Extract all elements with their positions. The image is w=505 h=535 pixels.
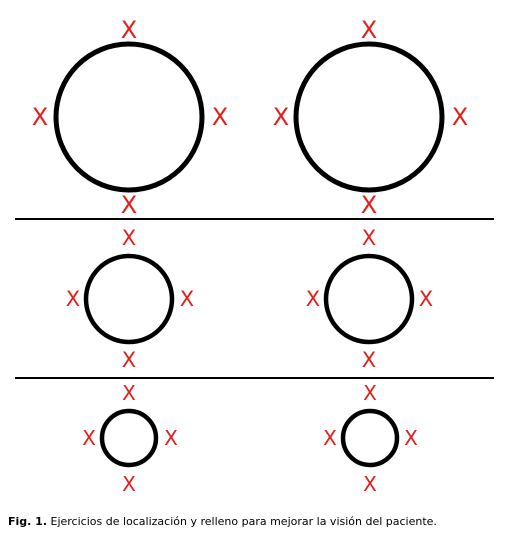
small-marker-bottom-1: X xyxy=(122,472,136,496)
large-marker-right-1: X xyxy=(212,103,228,131)
medium-circle-1 xyxy=(83,253,175,345)
medium-marker-right-1: X xyxy=(180,287,194,311)
medium-marker-left-1: X xyxy=(66,287,80,311)
large-marker-left-1: X xyxy=(32,103,48,131)
medium-marker-bottom-1: X xyxy=(122,348,136,372)
small-marker-right-2: X xyxy=(404,426,418,450)
small-marker-right-1: X xyxy=(164,426,178,450)
large-circle-1 xyxy=(53,41,205,193)
medium-marker-right-2: X xyxy=(419,287,433,311)
small-marker-left-1: X xyxy=(82,426,96,450)
large-marker-left-2: X xyxy=(273,103,289,131)
large-circle-2 xyxy=(293,41,445,193)
small-marker-top-1: X xyxy=(122,381,136,405)
medium-marker-top-1: X xyxy=(122,226,136,250)
large-marker-top-2: X xyxy=(361,16,377,44)
medium-marker-top-2: X xyxy=(362,226,376,250)
medium-marker-left-2: X xyxy=(306,287,320,311)
figure-caption: Fig. 1. Ejercicios de localización y rel… xyxy=(8,515,437,528)
medium-marker-bottom-2: X xyxy=(362,348,376,372)
caption-label: Fig. 1. xyxy=(8,515,47,528)
large-marker-bottom-2: X xyxy=(361,191,377,219)
caption-text: Ejercicios de localización y relleno par… xyxy=(47,515,437,528)
small-marker-bottom-2: X xyxy=(363,472,377,496)
large-marker-right-2: X xyxy=(452,103,468,131)
small-marker-top-2: X xyxy=(363,381,377,405)
small-marker-left-2: X xyxy=(323,426,337,450)
small-circle-2 xyxy=(340,408,400,468)
small-circle-1 xyxy=(99,408,159,468)
large-marker-top-1: X xyxy=(121,16,137,44)
large-marker-bottom-1: X xyxy=(121,191,137,219)
medium-circle-2 xyxy=(323,253,415,345)
